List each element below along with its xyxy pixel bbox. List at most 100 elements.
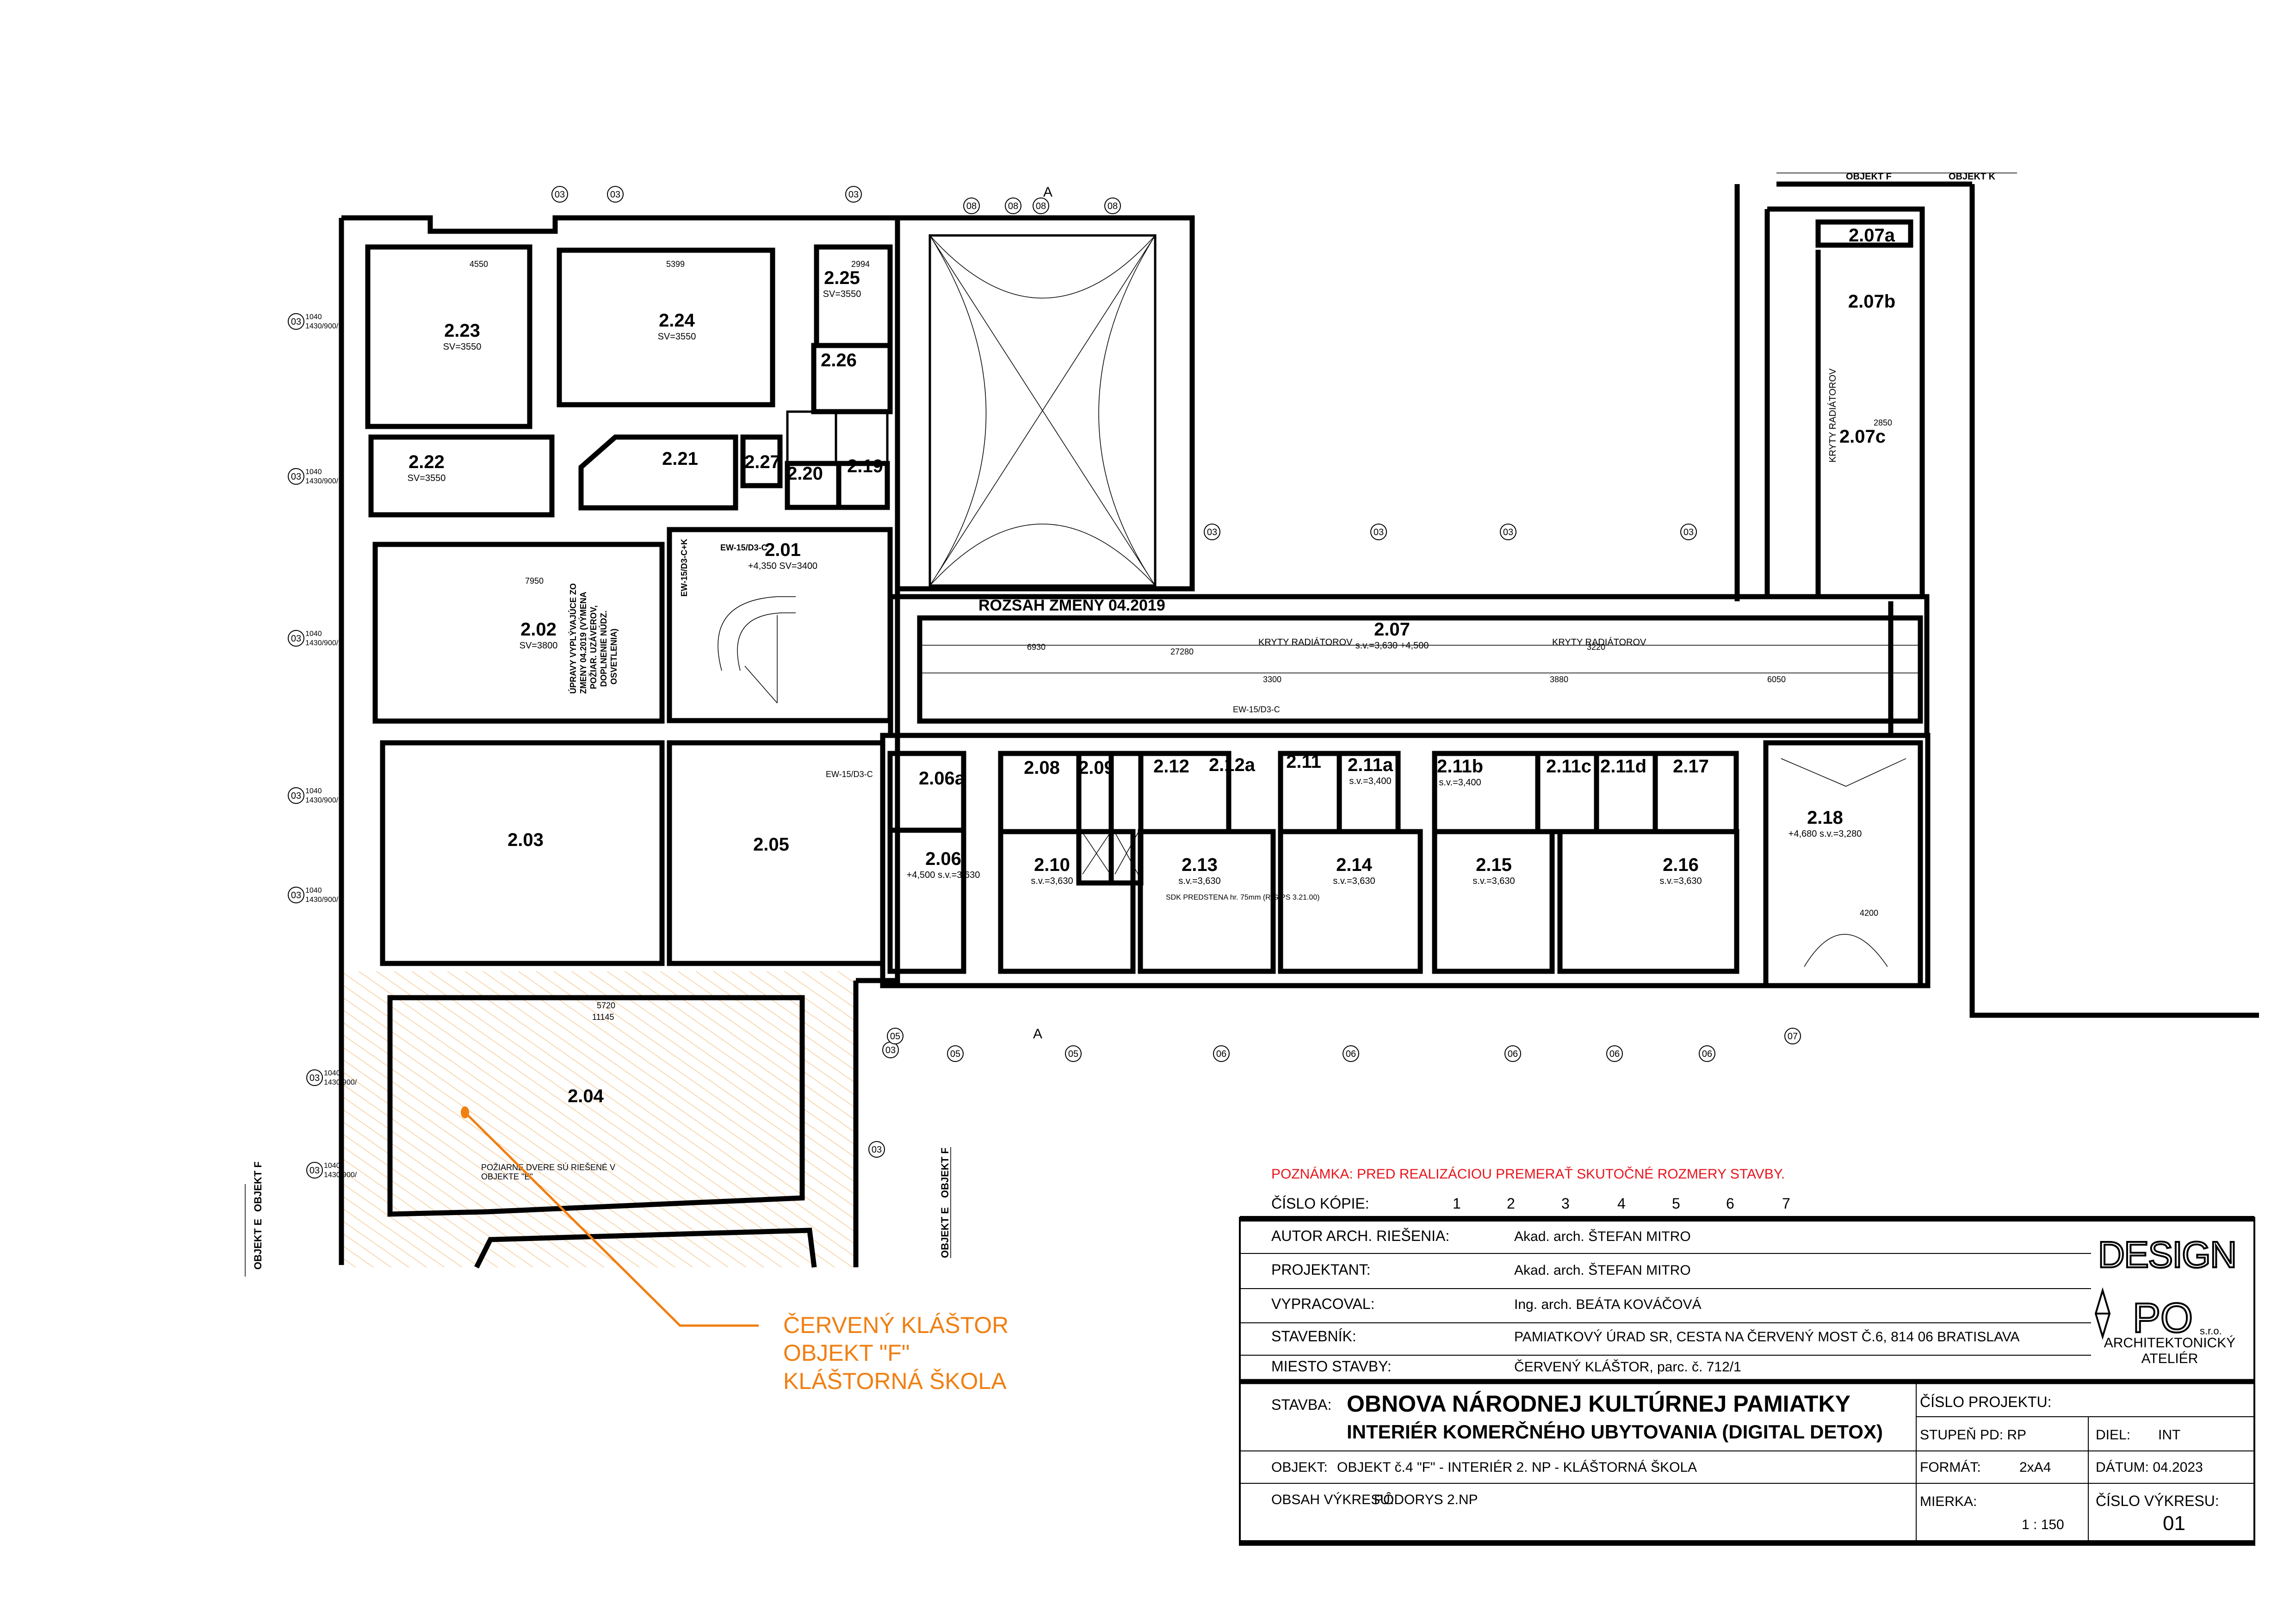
room-2-10: 2.10s.v.=3,630 (1031, 855, 1073, 886)
window-callout: 03 (882, 1042, 899, 1058)
title-row-label: VYPRACOVAL: (1271, 1296, 1374, 1312)
svg-text:OSVETLENIA): OSVETLENIA) (609, 629, 619, 685)
callout-circle (1784, 1028, 1801, 1044)
dimension-label: 2850 (1874, 418, 1892, 427)
room-number: 2.21 (662, 449, 698, 469)
design-po-logo: DESIGN PO s.r.o. ARCHITEKTONICKÝ ATELIÉR (2094, 1233, 2238, 1366)
mierka-label: MIERKA: (1920, 1494, 1977, 1509)
callout-circle (306, 1162, 323, 1179)
masonry-hatch-objekt-f (341, 971, 855, 1267)
room-number: 2.20 (787, 463, 823, 484)
wall-type-label: EW-15/D3-C (720, 543, 767, 552)
room-ceiling-height: SV=3550 (443, 342, 482, 352)
callout-circle (551, 186, 568, 203)
dimension-label: 3300 (1263, 675, 1281, 684)
window-callout: 03 (288, 630, 304, 647)
obsah-value: PÔDORYS 2.NP (1374, 1492, 1478, 1507)
window-size: 1430/900/ (305, 477, 339, 485)
room-outlines (365, 173, 2259, 1269)
leader-line (464, 1111, 759, 1327)
room-2-12: 2.12 (1153, 756, 1189, 777)
callout-circle (1343, 1045, 1359, 1062)
radiator-note: KRYTY RADIÁTOROV (1258, 637, 1353, 648)
title-row-value: PAMIATKOVÝ ÚRAD SR, CESTA NA ČERVENÝ MOS… (1514, 1329, 2020, 1345)
room-number: 2.12a (1209, 755, 1256, 775)
section-mark: A (1043, 185, 1052, 200)
room-2-07b: 2.07b (1848, 291, 1895, 312)
stavba-label: STAVBA: (1271, 1396, 1331, 1413)
location-label-line: KLÁŠTORNÁ ŠKOLA (783, 1368, 1007, 1394)
dimension-label: 5720 (597, 1001, 615, 1010)
diel-label: DIEL: (2096, 1427, 2130, 1443)
room-2-14: 2.14s.v.=3,630 (1333, 855, 1375, 886)
callout-number: 06 (1609, 1049, 1620, 1059)
room-number: 2.25 (824, 268, 860, 288)
room-ceiling-height: +4,350 SV=3400 (748, 561, 817, 571)
dimension-label: 5399 (666, 259, 685, 269)
dimension-label: 11145 (592, 1012, 614, 1022)
obsah-label: OBSAH VÝKRESU: (1271, 1492, 1394, 1507)
callout-number: 03 (872, 1145, 882, 1155)
room-number: 2.04 (568, 1086, 604, 1106)
callout-circle (607, 186, 624, 203)
window-callout: 03 (288, 787, 304, 804)
callout-circle (947, 1045, 964, 1062)
window-callout: 05 (1065, 1045, 1082, 1062)
svg-text:DOPLNENIE NÚDZ.: DOPLNENIE NÚDZ. (599, 611, 608, 687)
callout-circle (1104, 197, 1121, 214)
dimension-label: 2994 (851, 259, 870, 269)
title-row-label: PROJEKTANT: (1271, 1261, 1371, 1278)
callout-number: 05 (890, 1031, 900, 1042)
window-size: 1430/900/ (305, 322, 339, 330)
floor-plan: 2.23SV=35502.24SV=35502.25SV=35502.262.2… (245, 172, 2259, 1277)
window-height: 1040 (324, 1069, 340, 1077)
room-2-19: 2.19 (847, 456, 883, 476)
callout-number: 03 (885, 1045, 896, 1055)
room-2-06: 2.06+4,500 s.v.=3,630 (907, 849, 980, 880)
room-ceiling-height: +4,500 s.v.=3,630 (907, 870, 980, 880)
callout-circle (1500, 524, 1516, 540)
window-callout: 06 (1606, 1045, 1623, 1062)
window-callout: 06 (1343, 1045, 1359, 1062)
room-2-11c: 2.11c (1546, 756, 1591, 777)
partition-note: SDK PREDSTENA hr. 75mm (RIGIPS 3.21.00) (1166, 894, 1320, 901)
room-ceiling-height: SV=3800 (520, 641, 558, 651)
callout-circle (1065, 1045, 1082, 1062)
window-callout: 03 (868, 1141, 885, 1158)
window-callout: 03 (607, 186, 624, 203)
svg-text:PO: PO (2133, 1295, 2193, 1341)
room-ceiling-height: s.v.=3,630 (1031, 876, 1073, 886)
datum-label: DÁTUM: 04.2023 (2096, 1460, 2203, 1475)
window-callout: 03 (551, 186, 568, 203)
room-number: 2.26 (821, 350, 857, 370)
room-number: 2.09 (1078, 758, 1114, 778)
objekt-f-top: OBJEKT F (1846, 172, 1892, 182)
room-number: 2.11d (1600, 756, 1646, 777)
room-number: 2.06a (919, 768, 965, 789)
room-number: 2.05 (753, 834, 789, 855)
room-number: 2.11 (1286, 752, 1321, 772)
svg-text:ZMENY 04.2019 (VÝMENA: ZMENY 04.2019 (VÝMENA (578, 592, 588, 694)
title-row-value: Ing. arch. BEÁTA KOVÁČOVÁ (1514, 1296, 1702, 1312)
callout-number: 03 (848, 190, 859, 200)
callout-number: 03 (291, 890, 301, 901)
room-2-07a: 2.07a (1849, 225, 1895, 246)
room-ceiling-height: s.v.=3,630 (1333, 876, 1375, 886)
window-callout: 08 (1104, 197, 1121, 214)
room-number: 2.11c (1546, 756, 1591, 777)
window-height: 1040 (305, 630, 322, 638)
objekt-value: OBJEKT č.4 "F" - INTERIÉR 2. NP - KLÁŠTO… (1337, 1459, 1697, 1475)
window-size: 1430/900/ (305, 639, 339, 647)
window-height: 1040 (305, 313, 322, 321)
room-ceiling-height: s.v.=3,630 (1473, 876, 1515, 886)
window-height: 1040 (305, 468, 322, 476)
location-label-line: ČERVENÝ KLÁŠTOR (783, 1312, 1009, 1338)
svg-text:s.r.o.: s.r.o. (2200, 1325, 2222, 1337)
callout-number: 03 (291, 634, 301, 644)
room-ceiling-height: s.v.=3,400 (1349, 776, 1391, 786)
window-callout: 08 (963, 197, 980, 214)
window-height: 1040 (324, 1162, 340, 1170)
